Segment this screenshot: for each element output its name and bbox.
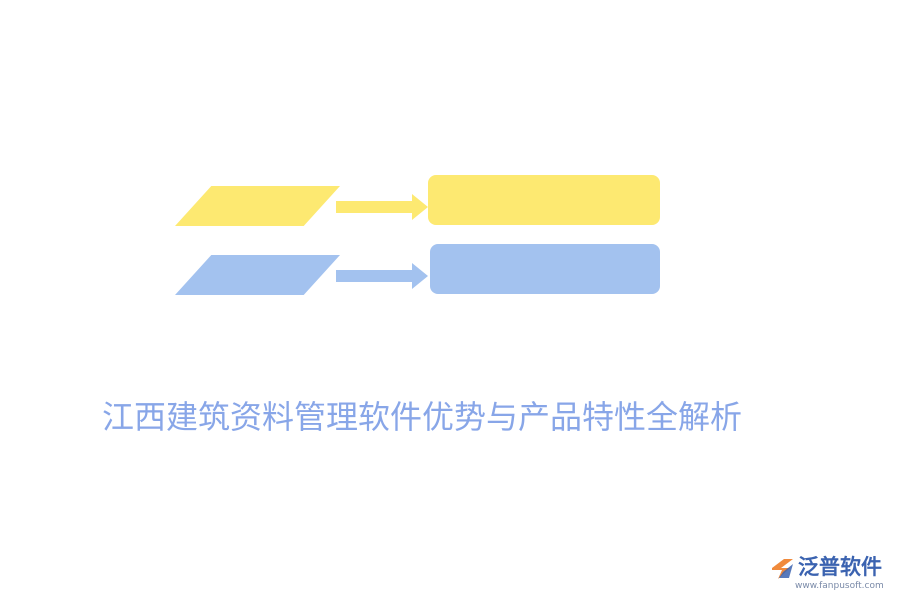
blue-parallelogram — [175, 255, 340, 295]
blue-rounded-box — [430, 244, 660, 294]
yellow-arrow-icon — [336, 194, 428, 220]
yellow-parallelogram — [175, 186, 340, 226]
brand-logo[interactable]: 泛普软件 www.fanpusoft.com — [769, 553, 893, 593]
fanpu-logo-icon — [772, 559, 793, 579]
yellow-rounded-box — [428, 175, 660, 225]
blue-arrow-icon — [336, 263, 428, 289]
page-title: 江西建筑资料管理软件优势与产品特性全解析 — [102, 398, 743, 436]
logo-name: 泛普软件 — [798, 555, 882, 579]
logo-url: www.fanpusoft.com — [795, 581, 884, 591]
